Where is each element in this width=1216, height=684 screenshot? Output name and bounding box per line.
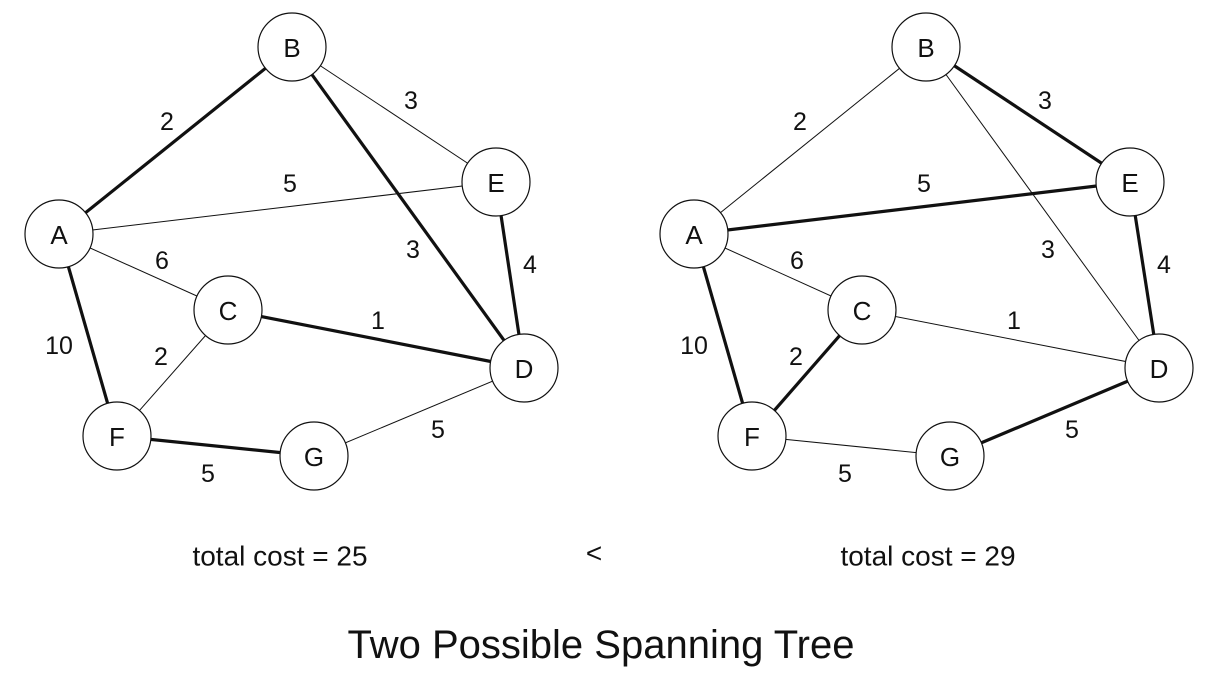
node-a-label: A [50,220,68,250]
edge-weight-f-g: 5 [201,460,215,488]
node-g-label: G [940,442,960,472]
edge-weight-g-d: 5 [431,416,445,444]
node-c-circle [827,275,897,345]
left-total-cost: total cost = 25 [192,541,367,572]
edge-c-d [227,308,525,370]
edge-weight-c-f: 2 [154,343,168,371]
right-total-cost: total cost = 29 [840,541,1015,572]
edge-weight-a-c: 6 [790,247,804,275]
edge-weight-b-d: 3 [1041,236,1055,264]
node-a-label: A [685,220,703,250]
node-g-circle [915,421,985,491]
node-f-label: F [744,422,760,452]
node-g-label: G [304,442,324,472]
node-e-circle [1095,147,1165,217]
edge-a-f [57,233,119,437]
edge-a-b [57,45,294,236]
edge-weight-f-g: 5 [838,460,852,488]
edge-g-d [949,366,1160,458]
edge-weight-a-e: 5 [283,170,297,198]
edge-weight-b-d: 3 [406,236,420,264]
node-g-circle [279,421,349,491]
node-c-circle [193,275,263,345]
edge-weight-b-e: 3 [404,87,418,115]
edge-weight-a-f: 10 [680,332,708,360]
edge-weight-a-e: 5 [917,170,931,198]
edge-weight-b-e: 3 [1038,87,1052,115]
edge-weight-a-b: 2 [160,108,174,136]
edge-b-d [290,46,526,369]
edge-weight-c-d: 1 [1007,307,1021,335]
edge-weight-c-d: 1 [371,307,385,335]
diagram-title: Two Possible Spanning Tree [348,623,855,667]
node-a-circle [659,199,729,269]
node-e-label: E [1121,168,1138,198]
node-a-circle [24,199,94,269]
edge-b-e [291,46,497,183]
node-c-label: C [853,296,872,326]
edge-b-d [925,46,1160,369]
comparison-symbol: < [586,538,602,569]
edge-c-d [861,309,1160,369]
edge-weight-g-d: 5 [1065,416,1079,444]
node-e-circle [461,147,531,217]
edge-g-d [313,367,525,457]
node-b-label: B [917,33,934,63]
edge-weight-e-d: 4 [523,251,537,279]
node-c-label: C [219,296,238,326]
edge-weight-a-b: 2 [793,108,807,136]
edge-weight-c-f: 2 [789,343,803,371]
node-d-circle [489,333,559,403]
node-b-label: B [283,33,300,63]
edge-a-e [693,180,1131,236]
edge-weight-e-d: 4 [1157,251,1171,279]
edge-b-e [925,45,1131,184]
node-b-circle [257,12,327,82]
node-e-label: E [487,168,504,198]
edge-weight-a-f: 10 [45,332,73,360]
node-b-circle [891,12,961,82]
edge-a-f [692,233,754,437]
edge-a-b [693,46,927,235]
node-f-label: F [109,422,125,452]
edge-a-e [58,181,497,235]
edge-weight-a-c: 6 [155,247,169,275]
node-f-circle [717,401,787,471]
node-d-circle [1124,333,1194,403]
node-d-label: D [1150,354,1169,384]
node-f-circle [82,401,152,471]
node-d-label: D [515,354,534,384]
